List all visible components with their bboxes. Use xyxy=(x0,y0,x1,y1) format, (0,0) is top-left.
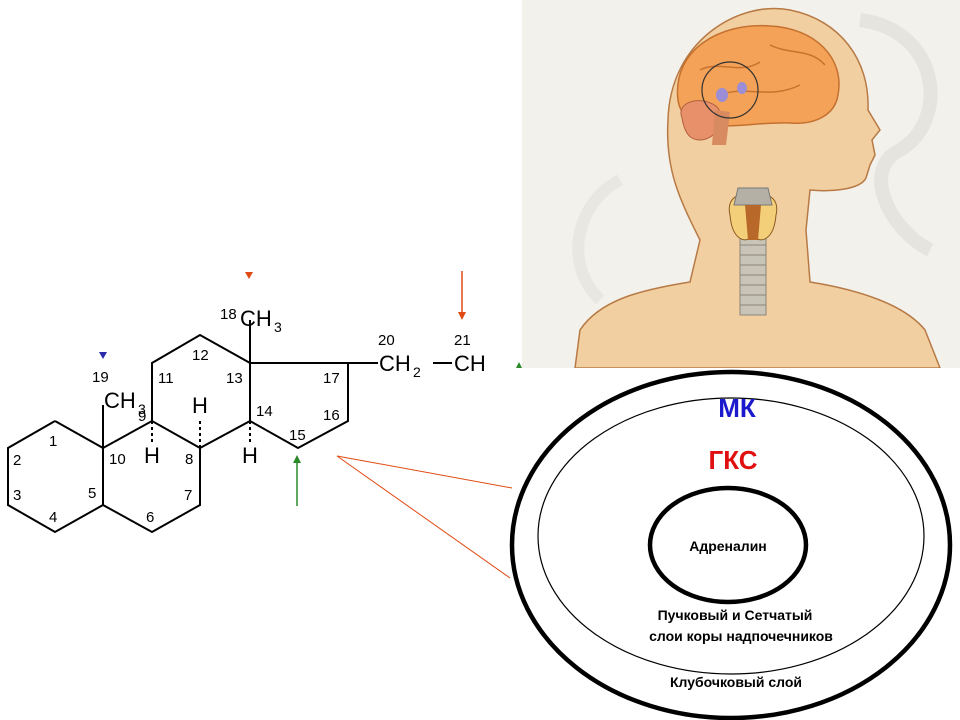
position-1: 1 xyxy=(49,433,57,450)
position-9: 9 xyxy=(138,408,146,425)
h-position-8: H xyxy=(192,393,208,418)
h-position-9: H xyxy=(144,443,160,468)
pointer-lines xyxy=(336,455,513,579)
side-chain-ch: CH xyxy=(454,351,486,376)
position-14: 14 xyxy=(256,403,273,420)
position-7: 7 xyxy=(184,487,192,504)
glomerulosa-label: Клубочковый слой xyxy=(670,674,802,690)
position-16: 16 xyxy=(323,407,340,424)
mk-label: МК xyxy=(718,393,756,423)
c18-subscript: 3 xyxy=(274,319,282,335)
medulla-adrenaline-label: Адреналин xyxy=(689,538,767,554)
position-17: 17 xyxy=(323,370,340,387)
position-6: 6 xyxy=(146,509,154,526)
zona-fasciculata-outline xyxy=(537,397,925,675)
h-position-14: H xyxy=(242,443,258,468)
position-13: 13 xyxy=(226,370,243,387)
fasciculata-reticularis-label-line2: слои коры надпочечников xyxy=(649,628,833,644)
position-15: 15 xyxy=(289,427,306,444)
c19-subscript: 3 xyxy=(138,401,146,417)
c19-group: CH xyxy=(104,388,136,413)
position-4: 4 xyxy=(49,509,57,526)
position-20: 20 xyxy=(378,332,395,349)
position-2: 2 xyxy=(13,452,21,469)
position-5: 5 xyxy=(88,485,96,502)
position-11: 11 xyxy=(158,370,174,387)
position-10: 10 xyxy=(109,451,126,468)
medulla-outline xyxy=(647,485,809,605)
fasciculata-reticularis-label-line1: Пучковый и Сетчатый xyxy=(658,607,813,623)
position-3: 3 xyxy=(13,487,21,504)
marker-side-chain-green xyxy=(516,362,522,368)
c18-group: CH xyxy=(240,306,272,331)
zona-glomerulosa-outline xyxy=(509,369,953,720)
c18-number: 18 xyxy=(220,306,237,323)
pituitary-highlight-circle xyxy=(701,61,759,119)
c19-number: 19 xyxy=(92,369,109,386)
side-chain-ch2: CH xyxy=(379,351,411,376)
steroid-bonds xyxy=(7,320,452,534)
arrow-c21 xyxy=(458,271,466,320)
arrow-c15 xyxy=(293,455,301,506)
side-chain-ch2-subscript: 2 xyxy=(413,364,421,380)
position-21: 21 xyxy=(454,332,471,349)
marker-c18-triangle xyxy=(245,272,253,279)
position-12: 12 xyxy=(192,347,209,364)
marker-c19-triangle xyxy=(99,352,107,359)
gks-label: ГКС xyxy=(708,445,757,475)
position-8: 8 xyxy=(185,451,193,468)
